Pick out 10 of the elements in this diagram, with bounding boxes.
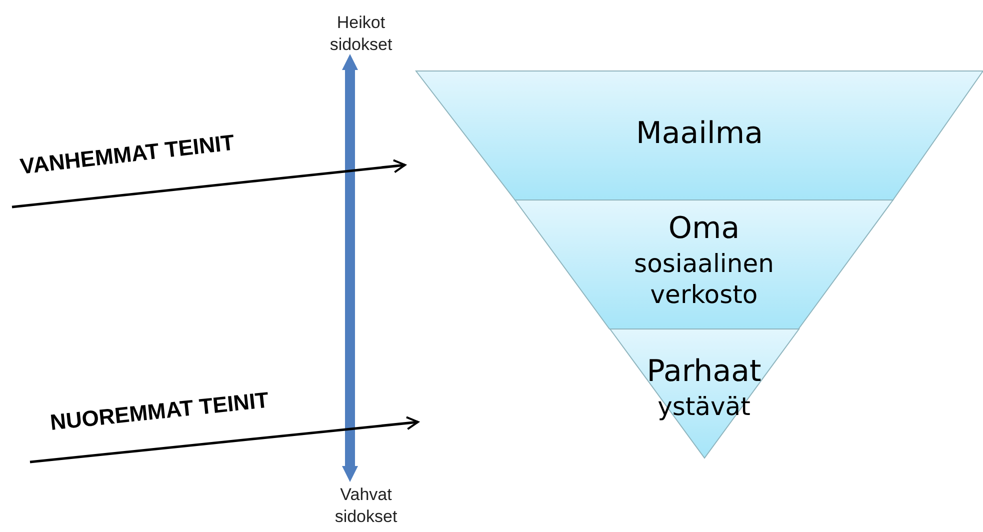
band-text: Oma: [668, 210, 740, 248]
group-label: NUOREMMAT TEINIT: [48, 386, 270, 438]
band-text: Parhaat: [646, 353, 762, 390]
band-text: ystävät: [658, 390, 750, 422]
axis-end-text: Heikot sidokset: [328, 12, 394, 56]
band-text: sosiaalinen verkosto: [633, 248, 775, 310]
double-arrow: [342, 54, 358, 482]
band-text: Maailma: [636, 115, 763, 152]
group-label: VANHEMMAT TEINIT: [18, 128, 236, 182]
axis-end-text: Vahvat sidokset: [334, 484, 398, 528]
